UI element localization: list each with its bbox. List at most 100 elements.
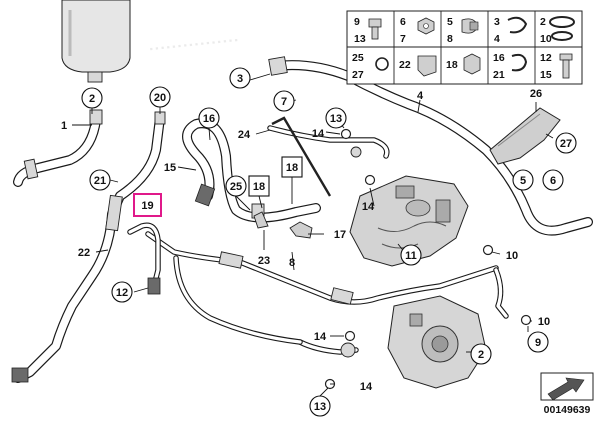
callout-label: 10 bbox=[506, 250, 518, 262]
legend-item-bolt-9-13 bbox=[368, 18, 382, 40]
callout-label: 5 bbox=[520, 175, 526, 187]
callout-label: 18 bbox=[253, 181, 265, 193]
legend-item-nut-6-7 bbox=[417, 17, 435, 35]
legend-item-nut-18 bbox=[463, 53, 481, 75]
callout-26[interactable]: 26 bbox=[530, 88, 542, 100]
legend-label: 12 bbox=[540, 52, 552, 64]
callout-circle bbox=[229, 67, 251, 89]
callout-3[interactable]: 3 bbox=[229, 67, 251, 89]
callout-label: 4 bbox=[417, 90, 424, 102]
callout-label: 15 bbox=[164, 162, 176, 174]
callout-7[interactable]: 7 bbox=[273, 90, 295, 112]
callout-21[interactable]: 21 bbox=[89, 169, 111, 191]
callout-9[interactable]: 9 bbox=[527, 331, 549, 353]
callout-14[interactable]: 14 bbox=[314, 331, 327, 343]
callout-10[interactable]: 10 bbox=[506, 250, 518, 262]
legend-item-clip-22 bbox=[417, 55, 437, 77]
pipe-14 bbox=[267, 116, 390, 197]
callout-17[interactable]: 17 bbox=[334, 229, 346, 241]
pipe-10 bbox=[493, 267, 509, 319]
callout-13[interactable]: 13 bbox=[325, 107, 347, 129]
legend-label: 9 bbox=[354, 16, 360, 28]
callout-15[interactable]: 15 bbox=[164, 162, 176, 174]
callout-20[interactable]: 20 bbox=[149, 86, 171, 108]
legend-label: 16 bbox=[493, 52, 505, 64]
callout-18[interactable]: 18 bbox=[248, 175, 270, 197]
callout-12[interactable]: 12 bbox=[111, 281, 133, 303]
legend-label: 18 bbox=[446, 59, 458, 71]
callout-circle bbox=[512, 169, 534, 191]
part-number: 00149639 bbox=[544, 404, 591, 416]
clips bbox=[253, 128, 532, 390]
callout-6[interactable]: 6 bbox=[542, 169, 564, 191]
callout-27[interactable]: 27 bbox=[555, 132, 577, 154]
legend-label: 6 bbox=[400, 16, 406, 28]
callout-16[interactable]: 16 bbox=[198, 107, 220, 129]
callout-label: 2 bbox=[89, 93, 95, 105]
legend-item-clamp-5-8 bbox=[461, 18, 479, 34]
callout-13[interactable]: 13 bbox=[309, 395, 331, 417]
callout-2[interactable]: 2 bbox=[81, 87, 103, 109]
leader-lines bbox=[72, 73, 554, 397]
callout-circle bbox=[81, 87, 103, 109]
callout-label: 12 bbox=[116, 287, 128, 299]
callout-8[interactable]: 8 bbox=[289, 257, 295, 269]
legend-label: 2 bbox=[540, 16, 546, 28]
legend-label: 3 bbox=[494, 16, 500, 28]
callout-circle bbox=[555, 132, 577, 154]
callout-label: 14 bbox=[314, 331, 327, 343]
callout-18[interactable]: 18 bbox=[281, 156, 303, 178]
direction-arrow-box bbox=[540, 372, 594, 401]
callout-label: 17 bbox=[334, 229, 346, 241]
callout-label: 21 bbox=[94, 175, 106, 187]
callout-14[interactable]: 14 bbox=[360, 381, 373, 393]
callout-14[interactable]: 14 bbox=[312, 128, 325, 140]
watermark: ▪ ▪ ▪ ▪ ▪ ▪ ▪ ▪ ▪ ▪ ▪ ▪ ▪ ▪ ▪ ▪ bbox=[149, 35, 238, 54]
callout-label: 2 bbox=[478, 349, 484, 361]
callout-label: 24 bbox=[238, 129, 251, 141]
legend-item-bolt-12-15 bbox=[559, 53, 573, 79]
legend-label: 21 bbox=[493, 69, 505, 81]
callout-25[interactable]: 25 bbox=[225, 175, 247, 197]
callout-circle bbox=[527, 331, 549, 353]
legend-label: 5 bbox=[447, 16, 453, 28]
callout-square bbox=[248, 175, 270, 197]
hose-1 bbox=[13, 109, 103, 187]
callout-label: 27 bbox=[560, 138, 572, 150]
legend-label: 25 bbox=[352, 52, 364, 64]
legend-label: 15 bbox=[540, 69, 552, 81]
callout-circle bbox=[225, 175, 247, 197]
callout-label: 25 bbox=[230, 181, 242, 193]
callout-4[interactable]: 4 bbox=[417, 90, 424, 102]
callout-1[interactable]: 1 bbox=[61, 120, 67, 132]
callout-label: 11 bbox=[405, 250, 417, 262]
callout-circle bbox=[149, 86, 171, 108]
callout-label: 13 bbox=[314, 401, 326, 413]
callout-11[interactable]: 11 bbox=[400, 244, 422, 266]
callout-22[interactable]: 22 bbox=[78, 247, 90, 259]
callout-label: 8 bbox=[289, 257, 295, 269]
hose-4 bbox=[268, 56, 593, 236]
callout-label: 14 bbox=[360, 381, 373, 393]
callout-label: 9 bbox=[535, 337, 541, 349]
callout-label: 13 bbox=[330, 113, 342, 125]
legend-label: 8 bbox=[447, 33, 453, 45]
legend-label: 13 bbox=[354, 33, 366, 45]
callout-24[interactable]: 24 bbox=[238, 129, 251, 141]
callout-label: 14 bbox=[362, 201, 375, 213]
callout-2[interactable]: 2 bbox=[470, 343, 492, 365]
pipe-lower bbox=[127, 222, 359, 358]
callout-label: 7 bbox=[281, 96, 287, 108]
callout-10[interactable]: 10 bbox=[538, 316, 550, 328]
callout-label: 10 bbox=[538, 316, 550, 328]
callout-14[interactable]: 14 bbox=[362, 201, 375, 213]
legend-label: 22 bbox=[399, 59, 411, 71]
callout-circle bbox=[198, 107, 220, 129]
callout-5[interactable]: 5 bbox=[512, 169, 534, 191]
highlighted-callout[interactable]: 19 bbox=[133, 193, 162, 217]
callout-label: 22 bbox=[78, 247, 90, 259]
fluid-reservoir bbox=[61, 0, 131, 83]
callout-23[interactable]: 23 bbox=[258, 255, 270, 267]
callout-circle bbox=[400, 244, 422, 266]
